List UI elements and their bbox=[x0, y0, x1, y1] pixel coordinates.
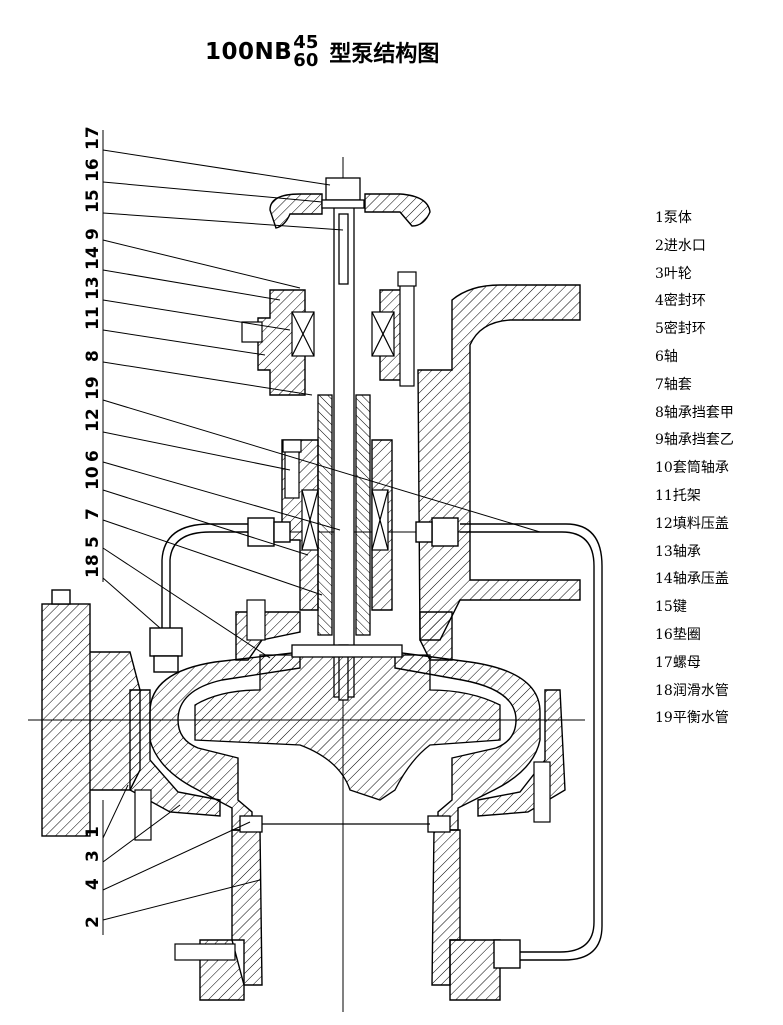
callout-11: 11 bbox=[83, 306, 103, 330]
seal-ring-top bbox=[291, 644, 403, 658]
legend-item: 2进水口 bbox=[655, 237, 706, 254]
legend-item: 15键 bbox=[655, 599, 687, 616]
bottom-flange-right bbox=[449, 939, 501, 1001]
legend-item: 9轴承挡套乙 bbox=[655, 432, 734, 449]
shaft-nut bbox=[325, 177, 361, 201]
legend-item: 17螺母 bbox=[655, 654, 701, 671]
title-text: 型泵结构图 bbox=[329, 42, 440, 67]
legend-item: 12填料压盖 bbox=[655, 515, 729, 532]
motor-mount-hub bbox=[269, 193, 323, 229]
callout-16: 16 bbox=[83, 158, 103, 182]
discharge-nozzle bbox=[90, 651, 141, 791]
legend-item: 11托架 bbox=[655, 487, 701, 504]
legend-item: 5密封环 bbox=[655, 321, 706, 338]
leader-lines bbox=[102, 130, 541, 935]
balance-pipe-inner bbox=[460, 523, 603, 961]
bracket-bolt bbox=[246, 599, 266, 641]
callout-18: 18 bbox=[83, 554, 103, 578]
legend-item: 18润滑水管 bbox=[655, 682, 729, 699]
callout-3: 3 bbox=[83, 850, 103, 862]
title-model-fraction: 45 60 bbox=[293, 34, 318, 70]
seal-ring-left bbox=[239, 815, 263, 833]
legend-item: 7轴套 bbox=[655, 376, 692, 393]
casing-bolt-left bbox=[134, 789, 152, 841]
lubrication-pipe-inner bbox=[161, 523, 248, 648]
callout-14: 14 bbox=[83, 246, 103, 270]
callout-2: 2 bbox=[83, 916, 103, 928]
bearings bbox=[291, 311, 395, 551]
pipes bbox=[41, 517, 603, 969]
callout-4: 4 bbox=[83, 878, 103, 890]
shaft-sleeve-right bbox=[355, 394, 371, 636]
title-fraction-bottom: 60 bbox=[293, 50, 319, 71]
callout-13: 13 bbox=[83, 276, 103, 300]
pipe-fitting-left-2 bbox=[273, 521, 291, 543]
callout-6: 6 bbox=[83, 450, 103, 462]
callout-1: 1 bbox=[83, 826, 103, 838]
callout-8: 8 bbox=[83, 350, 103, 362]
shaft-assembly bbox=[194, 177, 501, 833]
legend-item: 6轴 bbox=[655, 348, 678, 365]
callout-17: 17 bbox=[83, 126, 103, 150]
legend-item: 14轴承压盖 bbox=[655, 571, 729, 588]
drawing-title: 100NB 45 60 型泵结构图 bbox=[205, 28, 439, 76]
callout-10: 10 bbox=[83, 466, 103, 490]
bracket-right bbox=[419, 611, 453, 661]
washer bbox=[321, 199, 365, 209]
callout-5: 5 bbox=[83, 536, 103, 548]
bottom-bolt bbox=[174, 943, 236, 961]
grease-nipple bbox=[241, 321, 263, 343]
seal-ring-right bbox=[427, 815, 451, 833]
pipe-fitting-right-2 bbox=[415, 521, 433, 543]
legend-item: 16垫圈 bbox=[655, 626, 701, 643]
legend-item: 4密封环 bbox=[655, 293, 706, 310]
callout-12: 12 bbox=[83, 408, 103, 432]
impeller bbox=[194, 654, 501, 801]
callout-numbers: 17 16 15 9 14 13 11 8 19 12 6 10 7 5 18 … bbox=[83, 126, 103, 928]
parts-legend: 1泵体 2进水口 3叶轮 4密封环 5密封环 6轴 7轴套 8轴承挡套甲 9轴承… bbox=[655, 205, 734, 733]
lubrication-pipe bbox=[169, 531, 248, 648]
shaft-sleeve-left bbox=[317, 394, 333, 636]
callout-9: 9 bbox=[83, 228, 103, 240]
legend-item: 1泵体 bbox=[655, 210, 692, 226]
callout-7: 7 bbox=[83, 508, 103, 520]
bolt-head-top-right bbox=[397, 271, 417, 287]
bolt-top-right bbox=[399, 275, 415, 387]
callout-15: 15 bbox=[83, 189, 103, 213]
legend-item: 8轴承挡套甲 bbox=[655, 404, 734, 421]
pipe-fitting-lube-2 bbox=[153, 655, 179, 673]
pipe-fitting-bottom bbox=[493, 939, 521, 969]
stand-column bbox=[417, 284, 581, 641]
fasteners bbox=[134, 271, 551, 961]
key-upper bbox=[338, 213, 349, 285]
motor-mount-hub-right bbox=[364, 193, 431, 227]
pipe-fitting-left bbox=[247, 517, 275, 547]
pipe-fitting-right bbox=[431, 517, 459, 547]
casing-bolt-right bbox=[533, 761, 551, 823]
flange-bolt-top bbox=[51, 589, 71, 605]
legend-item: 10套筒轴承 bbox=[655, 460, 729, 477]
title-fraction-top: 45 bbox=[293, 32, 319, 53]
legend-item: 13轴承 bbox=[655, 543, 701, 560]
title-model: 100NB bbox=[205, 39, 293, 65]
gland-bolt-head bbox=[282, 439, 302, 453]
legend-item: 3叶轮 bbox=[655, 265, 692, 282]
callout-19: 19 bbox=[83, 376, 103, 400]
legend-item: 19平衡水管 bbox=[655, 710, 729, 727]
pipe-fitting-lube bbox=[149, 627, 183, 657]
discharge-flange bbox=[41, 603, 91, 837]
balance-pipe bbox=[460, 531, 595, 953]
